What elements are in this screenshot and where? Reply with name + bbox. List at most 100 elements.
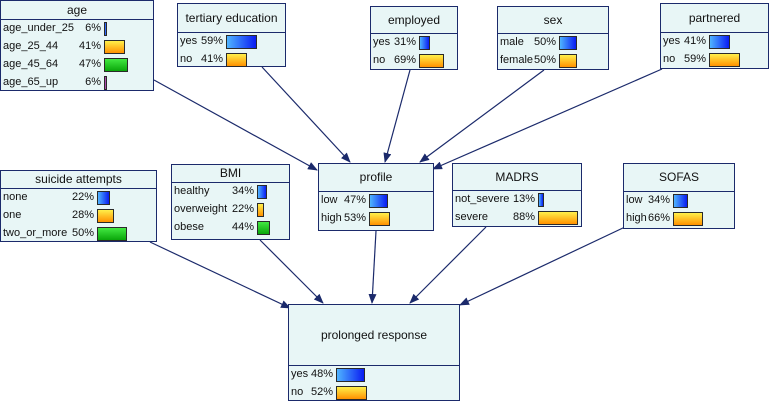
state-bar bbox=[419, 36, 430, 50]
state-percent: 34% bbox=[231, 185, 254, 197]
state-label: two_or_more bbox=[3, 227, 68, 239]
state-percent: 22% bbox=[231, 203, 254, 215]
state-percent: 22% bbox=[71, 191, 94, 203]
state-label: age_65_up bbox=[3, 76, 59, 88]
state-label: high bbox=[321, 212, 342, 224]
node-title: BMI bbox=[172, 165, 289, 183]
state-label: healthy bbox=[174, 185, 210, 197]
state-percent: 52% bbox=[310, 386, 333, 398]
node-title: suicide attempts bbox=[1, 171, 156, 189]
state-percent: 6% bbox=[85, 76, 101, 88]
state-percent: 59% bbox=[200, 35, 223, 47]
state-percent: 34% bbox=[647, 194, 670, 206]
node-title: employed bbox=[371, 7, 457, 34]
state-label: male bbox=[500, 36, 524, 48]
state-bar bbox=[97, 191, 110, 205]
edge-employed-to-profile bbox=[383, 69, 411, 163]
state-row[interactable]: age_65_up 6% bbox=[1, 74, 153, 92]
state-label: not_severe bbox=[455, 193, 510, 205]
state-bar bbox=[559, 36, 577, 50]
state-bar bbox=[559, 54, 577, 68]
state-percent: 66% bbox=[647, 212, 670, 224]
state-percent: 69% bbox=[393, 54, 416, 66]
state-row[interactable]: male 50% bbox=[498, 34, 608, 52]
state-row[interactable]: no 41% bbox=[178, 51, 285, 69]
state-label: low bbox=[321, 194, 338, 206]
state-row[interactable]: no 69% bbox=[371, 52, 457, 70]
state-label: no bbox=[663, 53, 676, 65]
state-bar bbox=[419, 54, 444, 68]
state-bar bbox=[369, 212, 390, 226]
state-row[interactable]: age_45_64 47% bbox=[1, 56, 153, 74]
state-bar bbox=[257, 203, 264, 217]
state-row[interactable]: healthy 34% bbox=[172, 183, 289, 201]
state-label: yes bbox=[291, 368, 309, 380]
state-bar bbox=[104, 76, 107, 90]
state-row[interactable]: severe 88% bbox=[453, 209, 581, 227]
node-title: prolonged response bbox=[289, 305, 459, 366]
state-bar bbox=[97, 227, 127, 241]
state-label: age_45_64 bbox=[3, 58, 59, 70]
state-bar bbox=[538, 193, 544, 207]
state-label: age_under_25 bbox=[3, 22, 74, 34]
node-title: profile bbox=[319, 164, 433, 192]
state-percent: 50% bbox=[71, 227, 94, 239]
state-percent: 53% bbox=[343, 212, 366, 224]
state-percent: 50% bbox=[533, 36, 556, 48]
state-percent: 47% bbox=[78, 58, 101, 70]
state-percent: 41% bbox=[200, 53, 223, 65]
state-percent: 31% bbox=[393, 36, 416, 48]
node-title: partnered bbox=[661, 4, 768, 33]
state-bar bbox=[336, 386, 367, 400]
state-bar bbox=[257, 221, 270, 235]
state-label: none bbox=[3, 191, 28, 203]
state-row[interactable]: none 22% bbox=[1, 189, 156, 207]
state-bar bbox=[709, 35, 730, 49]
edge-tertiary_education-to-profile bbox=[261, 66, 351, 163]
state-percent: 88% bbox=[512, 211, 535, 223]
state-bar bbox=[104, 22, 107, 36]
state-label: yes bbox=[373, 36, 391, 48]
state-percent: 6% bbox=[85, 22, 101, 34]
node-title: SOFAS bbox=[624, 164, 734, 192]
state-label: no bbox=[180, 53, 193, 65]
state-row[interactable]: age_under_25 6% bbox=[1, 20, 153, 38]
state-percent: 28% bbox=[71, 209, 94, 221]
state-row[interactable]: no 52% bbox=[289, 384, 459, 402]
state-bar bbox=[336, 368, 365, 382]
edge-bmi-to-prolonged_response bbox=[259, 239, 324, 304]
edge-madrs-to-prolonged_response bbox=[409, 226, 487, 304]
state-label: severe bbox=[455, 211, 489, 223]
state-bar bbox=[226, 35, 257, 49]
state-label: no bbox=[373, 54, 386, 66]
state-label: no bbox=[291, 386, 304, 398]
state-bar bbox=[673, 212, 703, 226]
